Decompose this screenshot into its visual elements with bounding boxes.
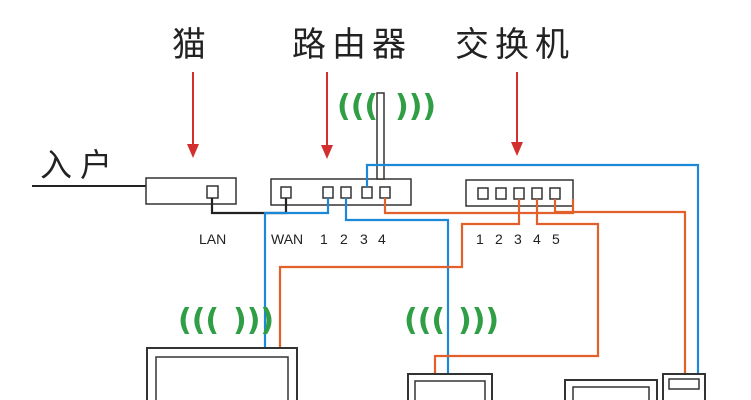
- router-wifi-left: (((: [337, 89, 378, 124]
- router-port-1: [322, 186, 334, 199]
- switch-port-label-1: 1: [476, 231, 484, 247]
- modem-lan-label: LAN: [199, 231, 226, 247]
- router-wan-label: WAN: [271, 231, 303, 247]
- computer2-wifi-right: ))): [458, 303, 499, 338]
- router-wan-port: [280, 186, 292, 199]
- computer-2: [407, 373, 493, 400]
- switch-port-1: [477, 187, 489, 200]
- cable-router3-right-device: [365, 163, 700, 376]
- switch-port-2: [495, 187, 507, 200]
- modem-arrowhead: [187, 144, 199, 158]
- cables: [210, 163, 700, 378]
- switch-arrowhead: [511, 142, 523, 156]
- cable-switch5-right-device: [553, 199, 687, 376]
- router-port-2: [340, 186, 352, 199]
- cable-modem-to-router: [210, 198, 288, 215]
- switch-title: 交换机: [455, 25, 575, 65]
- switch-port-label-2: 2: [495, 231, 503, 247]
- right-device: [662, 373, 706, 400]
- arrows: [187, 72, 523, 159]
- switch-port-5: [549, 187, 561, 200]
- computer1-wifi-left: (((: [178, 303, 219, 338]
- router-port-label-2: 2: [340, 231, 348, 247]
- router-arrowhead: [321, 145, 333, 159]
- router-port-4: [379, 186, 391, 199]
- switch-port-4: [531, 187, 543, 200]
- router-port-label-3: 3: [360, 231, 368, 247]
- computer1-wifi-right: ))): [233, 303, 274, 338]
- router-port-3: [361, 186, 373, 199]
- modem-device: [145, 177, 237, 205]
- cable-switch4-computer2: [433, 199, 600, 378]
- cable-router4-switch: [383, 198, 575, 215]
- cable-switch3-computer1: [278, 199, 521, 352]
- router-wifi-right: ))): [395, 89, 436, 124]
- router-antenna: [376, 92, 385, 180]
- modem-lan-port: [206, 185, 219, 199]
- switch-port-label-3: 3: [514, 231, 522, 247]
- incoming-label: 入户: [40, 146, 120, 184]
- cable-router2-computer2: [344, 198, 450, 378]
- modem-title: 猫: [172, 25, 212, 65]
- cable-router1-computer1: [263, 198, 330, 352]
- switch-port-3: [513, 187, 525, 200]
- router-device: [270, 92, 412, 206]
- router-title: 路由器: [292, 25, 412, 65]
- switch-port-label-5: 5: [552, 231, 560, 247]
- computer-1: [146, 347, 298, 400]
- router-port-label-4: 4: [378, 231, 386, 247]
- router-port-label-1: 1: [320, 231, 328, 247]
- computer-3: [564, 379, 658, 400]
- computer2-wifi-left: (((: [404, 303, 445, 338]
- switch-port-label-4: 4: [533, 231, 541, 247]
